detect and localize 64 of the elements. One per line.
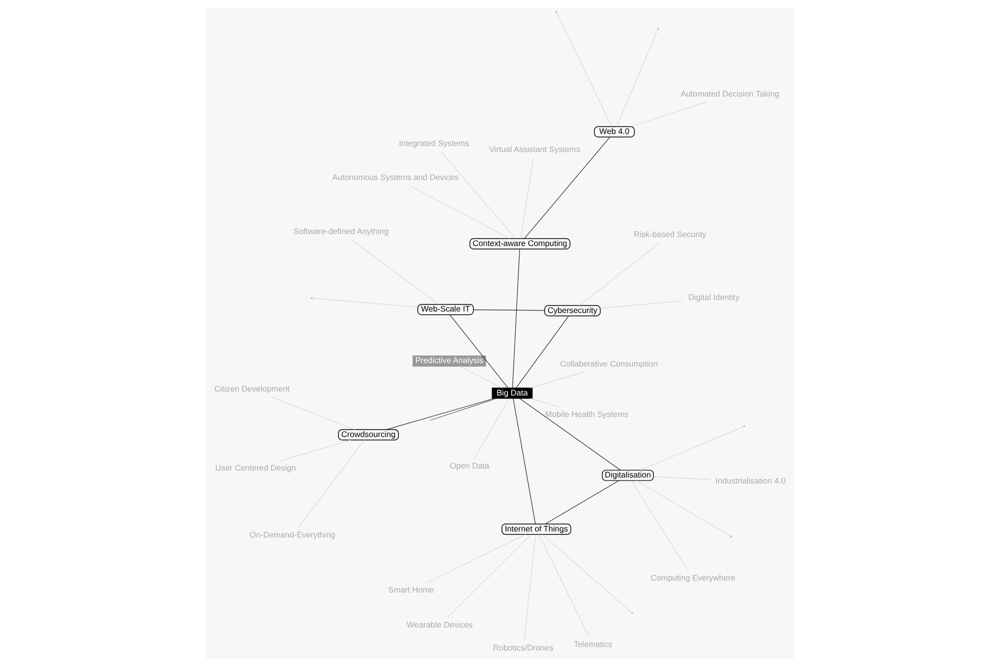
connector	[409, 185, 510, 239]
connector	[440, 150, 516, 239]
node-text: Risk-based Security	[634, 230, 706, 240]
node-text: Virtual Assistant Systems	[489, 145, 580, 154]
connector	[516, 316, 569, 388]
connector	[473, 309, 545, 311]
node-text: Citizen Development	[214, 384, 290, 394]
node-box: Predictive Analysis	[412, 355, 486, 367]
node-text: Smart Home	[388, 586, 434, 595]
node-text: Autonomous Systems and Devices	[332, 173, 459, 182]
connector	[578, 242, 660, 306]
connector	[298, 440, 365, 528]
node-box: Web 4.0	[594, 126, 635, 138]
node-text: Software-defined Anything	[294, 227, 389, 236]
connector	[600, 300, 683, 308]
node-text: On-Demand-Everything	[250, 530, 336, 540]
connector	[530, 398, 562, 408]
connector	[640, 426, 744, 470]
node-text: Wearable Devices	[406, 620, 473, 630]
connector	[449, 314, 508, 388]
node-box: Web-Scale IT	[417, 304, 474, 316]
node-box: Context-aware Computing	[470, 238, 570, 250]
node-text: Automated Decision Taking	[680, 90, 780, 99]
connector	[542, 534, 632, 613]
connector	[386, 398, 494, 430]
node-text: Computing Everywhere	[650, 573, 736, 582]
node-box: Internet of Things	[502, 524, 572, 535]
node-text: Telematics	[574, 640, 612, 650]
node-text: Mobile Health Systems	[545, 410, 628, 419]
connector	[432, 398, 497, 420]
connector	[556, 12, 612, 127]
connector	[474, 398, 510, 460]
connector	[459, 366, 502, 388]
connector	[520, 157, 534, 239]
connector	[312, 298, 418, 308]
node-box: Crowdsourcing	[338, 429, 399, 440]
connector	[529, 372, 584, 388]
node-text: Integrated Systems	[399, 138, 470, 148]
connector	[538, 534, 590, 638]
connector	[512, 248, 520, 388]
connector	[616, 30, 658, 127]
connector	[426, 534, 526, 584]
node-text: Robotics/Drones	[493, 644, 554, 653]
connector	[636, 480, 731, 536]
connector	[280, 440, 352, 462]
node-text: Industrialisation 4.0	[716, 476, 786, 486]
connector	[545, 480, 620, 524]
node-box: Cybersecurity	[544, 305, 601, 316]
connector	[524, 534, 536, 642]
connector	[512, 398, 536, 524]
node-box: Big Data	[492, 388, 533, 399]
node-text: Open Data	[450, 462, 490, 471]
connector	[630, 102, 708, 127]
connector	[653, 476, 710, 480]
node-text: Collaberative Consumption	[560, 359, 658, 368]
node-box: Digitalisation	[602, 470, 654, 481]
connector	[630, 480, 689, 572]
connector	[520, 398, 621, 470]
connector	[524, 136, 610, 239]
node-text: User Centered Design	[215, 463, 296, 472]
node-text: Digital Identity	[688, 293, 740, 302]
connector	[351, 239, 439, 304]
connector	[446, 534, 532, 618]
connector	[270, 396, 356, 430]
